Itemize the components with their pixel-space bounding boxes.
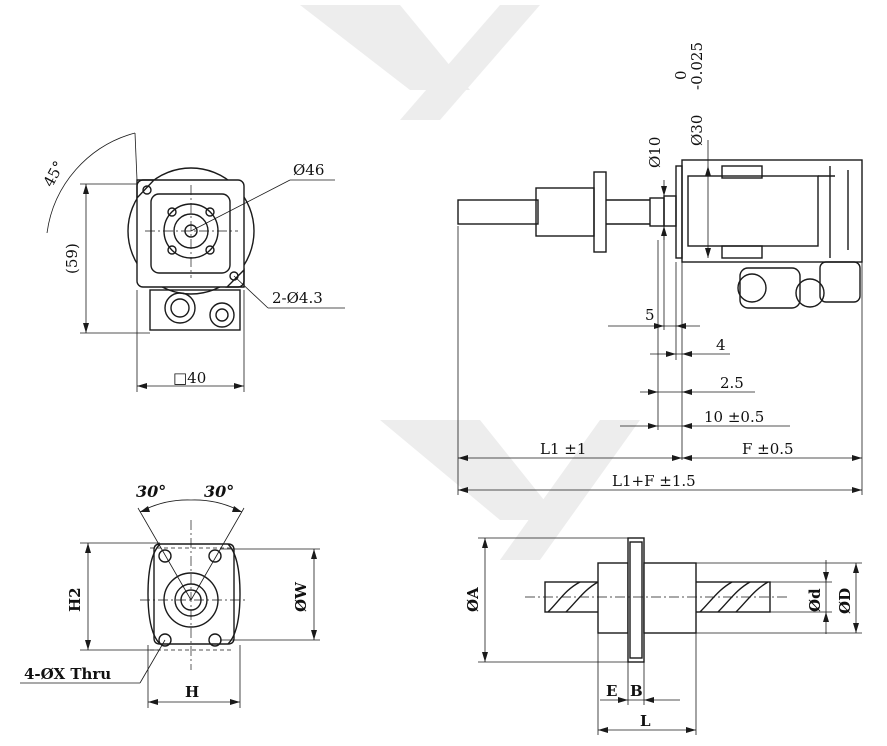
label-H: H	[185, 683, 199, 701]
label-angle-30-left: 30°	[136, 482, 166, 501]
label-height-59: (59)	[63, 243, 81, 274]
label-holes-4: 4-ØX Thru	[24, 665, 111, 683]
label-A: ØA	[464, 587, 482, 612]
label-dim-2-5: 2.5	[720, 374, 744, 392]
label-angle-30-right: 30°	[204, 482, 234, 501]
label-W: ØW	[292, 581, 310, 612]
motor-front-view	[46, 132, 345, 392]
label-angle-45: 45°	[40, 158, 68, 190]
label-tol-upper: 0	[672, 70, 690, 80]
label-dim-4: 4	[716, 336, 726, 354]
motor-side-view	[457, 140, 863, 495]
label-dia46: Ø46	[293, 161, 324, 179]
label-d-small: Ød	[806, 588, 824, 612]
label-dia30: Ø30	[688, 115, 706, 146]
watermark-logo	[300, 5, 640, 560]
nut-side-view	[478, 537, 862, 735]
nut-flange-front-view	[20, 499, 320, 708]
label-L1: L1 ±1	[540, 440, 586, 458]
label-H2: H2	[66, 587, 84, 612]
label-F: F ±0.5	[742, 440, 794, 458]
label-dim-10: 10 ±0.5	[704, 408, 764, 426]
label-dim-5: 5	[645, 306, 655, 324]
label-square-40: □40	[173, 369, 206, 387]
label-shaft-dia10: Ø10	[646, 137, 664, 168]
label-E: E	[606, 682, 617, 700]
label-tol-lower: -0.025	[688, 42, 706, 90]
label-holes-2: 2-Ø4.3	[272, 289, 323, 307]
label-L: L	[640, 712, 651, 730]
label-D-big: ØD	[836, 588, 854, 614]
label-B: B	[630, 682, 643, 700]
label-L1-plus-F: L1+F ±1.5	[612, 472, 696, 490]
